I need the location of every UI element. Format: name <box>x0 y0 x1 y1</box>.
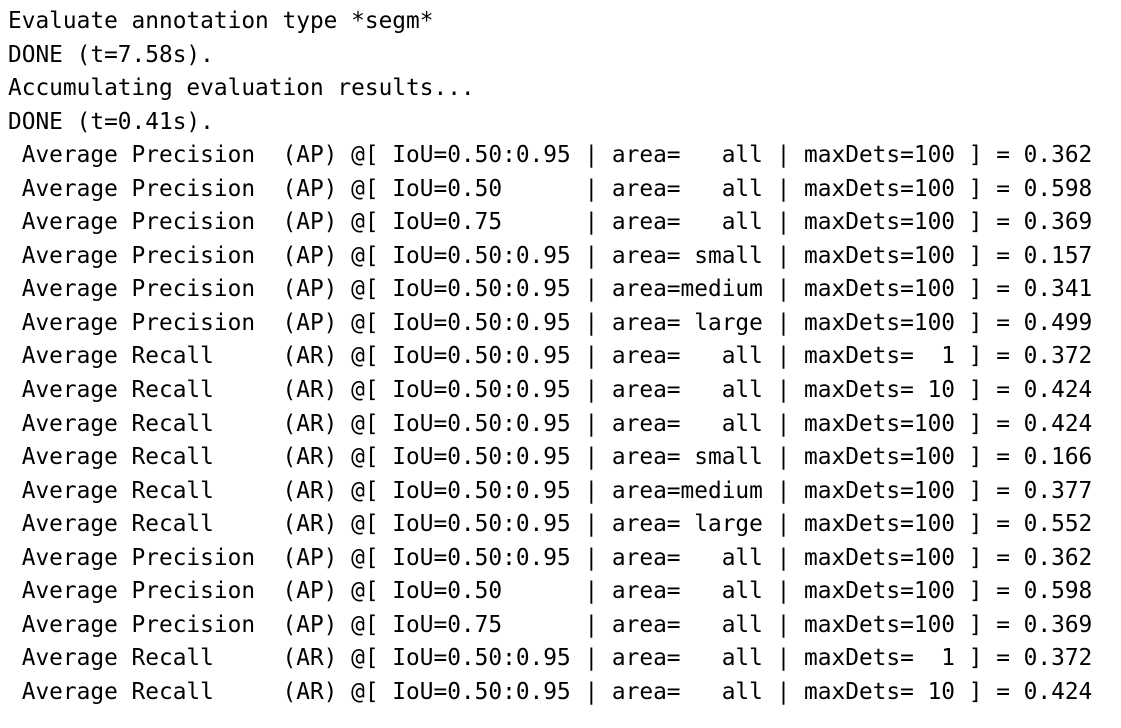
console-line: Average Recall (AR) @[ IoU=0.50:0.95 | a… <box>8 410 1093 437</box>
console-line: Average Precision (AP) @[ IoU=0.75 | are… <box>8 611 1093 638</box>
console-line: Average Precision (AP) @[ IoU=0.50:0.95 … <box>8 309 1093 336</box>
console-line: DONE (t=0.41s). <box>8 108 214 135</box>
console-line: Average Recall (AR) @[ IoU=0.50:0.95 | a… <box>8 343 1093 370</box>
console-line: Average Precision (AP) @[ IoU=0.50:0.95 … <box>8 242 1093 269</box>
console-line: Average Recall (AR) @[ IoU=0.50:0.95 | a… <box>8 477 1093 504</box>
console-line: Average Recall (AR) @[ IoU=0.50:0.95 | a… <box>8 444 1093 471</box>
console-line: Average Recall (AR) @[ IoU=0.50:0.95 | a… <box>8 511 1093 538</box>
console-line: Average Precision (AP) @[ IoU=0.50:0.95 … <box>8 142 1093 169</box>
console-line: Average Recall (AR) @[ IoU=0.50:0.95 | a… <box>8 377 1093 404</box>
console-line: DONE (t=7.58s). <box>8 41 214 68</box>
console-line: Average Precision (AP) @[ IoU=0.75 | are… <box>8 209 1093 236</box>
console-line: Average Recall (AR) @[ IoU=0.50:0.95 | a… <box>8 678 1093 705</box>
console-line: Evaluate annotation type *segm* <box>8 8 434 34</box>
console-line: Accumulating evaluation results... <box>8 75 475 102</box>
console-line: Average Precision (AP) @[ IoU=0.50:0.95 … <box>8 544 1093 571</box>
console-line: Average Precision (AP) @[ IoU=0.50 | are… <box>8 175 1093 202</box>
console-line: Average Precision (AP) @[ IoU=0.50 | are… <box>8 578 1093 605</box>
console-line: Average Recall (AR) @[ IoU=0.50:0.95 | a… <box>8 645 1093 672</box>
console-line: Average Precision (AP) @[ IoU=0.50:0.95 … <box>8 276 1093 303</box>
